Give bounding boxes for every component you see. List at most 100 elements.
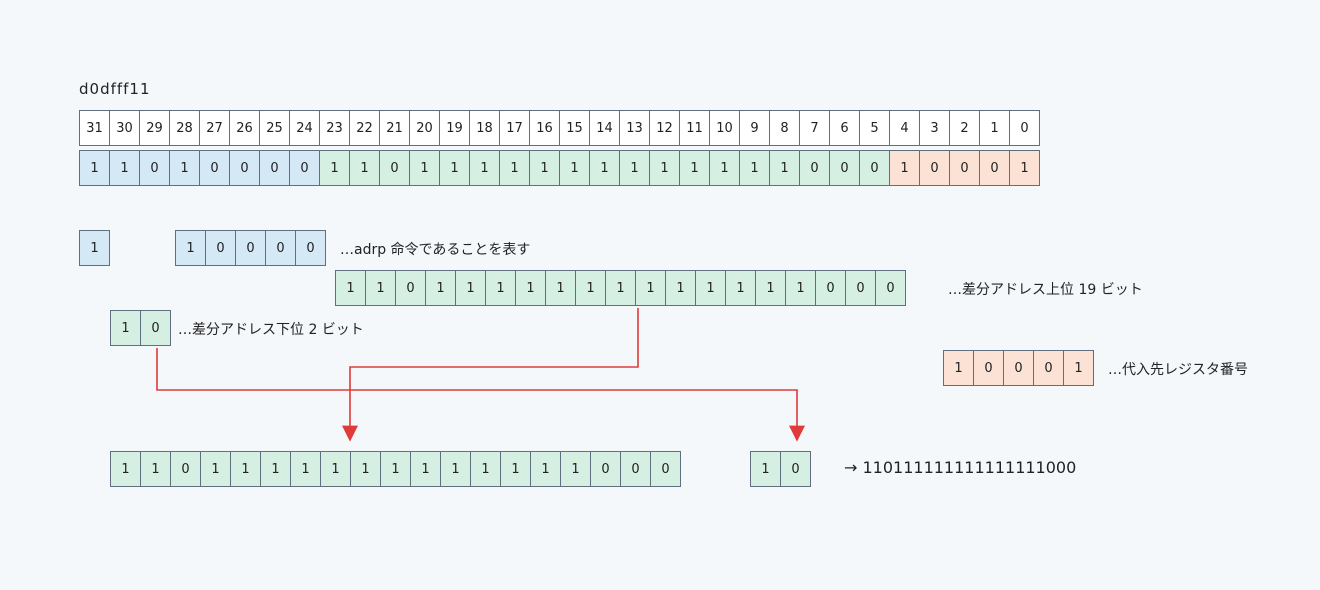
immlo-connector-arrow xyxy=(156,348,805,442)
bit-position-cell: 5 xyxy=(859,110,890,146)
bit-value-cell: 0 xyxy=(379,150,410,186)
rd-bit-cell: 1 xyxy=(1063,350,1094,386)
opcode-bit-cell: 0 xyxy=(295,230,326,266)
bit-position-cell: 18 xyxy=(469,110,500,146)
bit-value-cell: 0 xyxy=(799,150,830,186)
bit-position-cell: 21 xyxy=(379,110,410,146)
combined-hi-bit-cell: 0 xyxy=(590,451,621,487)
immhi-bit-cell: 0 xyxy=(875,270,906,306)
combined-hi-bit-cell: 1 xyxy=(350,451,381,487)
bit-position-cell: 4 xyxy=(889,110,920,146)
op-bit-cell: 1 xyxy=(79,230,110,266)
bit-value-cell: 0 xyxy=(289,150,320,186)
combined-hi-bit-cell: 1 xyxy=(200,451,231,487)
bit-value-cell: 1 xyxy=(79,150,110,186)
rd-bit-cell: 0 xyxy=(1003,350,1034,386)
bit-value-cell: 1 xyxy=(169,150,200,186)
bit-position-cell: 15 xyxy=(559,110,590,146)
bit-position-cell: 10 xyxy=(709,110,740,146)
bit-position-cell: 22 xyxy=(349,110,380,146)
combined-hi-bit-cell: 1 xyxy=(290,451,321,487)
bit-value-cell: 0 xyxy=(859,150,890,186)
combined-hi-bit-cell: 1 xyxy=(530,451,561,487)
bit-position-cell: 11 xyxy=(679,110,710,146)
bit-value-cell: 1 xyxy=(559,150,590,186)
rd-bit-cell: 0 xyxy=(1033,350,1064,386)
bit-position-cell: 0 xyxy=(1009,110,1040,146)
immlo-bit-cell: 0 xyxy=(140,310,171,346)
combined-hi-bit-cell: 1 xyxy=(410,451,441,487)
combined-hi-bit-cell: 1 xyxy=(500,451,531,487)
bit-position-cell: 16 xyxy=(529,110,560,146)
immhi-bit-cell: 1 xyxy=(755,270,786,306)
bit-value-cell: 0 xyxy=(259,150,290,186)
bit-position-cell: 27 xyxy=(199,110,230,146)
immhi-bit-cell: 1 xyxy=(665,270,696,306)
bit-position-cell: 17 xyxy=(499,110,530,146)
combined-hi-bit-cell: 1 xyxy=(470,451,501,487)
bit-value-cell: 1 xyxy=(1009,150,1040,186)
bit-position-cell: 13 xyxy=(619,110,650,146)
immhi-connector-arrow xyxy=(342,308,639,442)
bit-position-cell: 24 xyxy=(289,110,320,146)
bit-value-cell: 0 xyxy=(139,150,170,186)
result-binary: → 110111111111111111000 xyxy=(844,458,1077,477)
immhi-bit-cell: 1 xyxy=(635,270,666,306)
opcode-bit-cell: 0 xyxy=(265,230,296,266)
combined-lo-bit-cell: 0 xyxy=(780,451,811,487)
opcode-bit-cell: 1 xyxy=(175,230,206,266)
immhi-bit-cell: 0 xyxy=(395,270,426,306)
combined-hi-bit-cell: 0 xyxy=(620,451,651,487)
immhi-bit-cell: 0 xyxy=(845,270,876,306)
bit-position-cell: 2 xyxy=(949,110,980,146)
bit-value-cell: 0 xyxy=(979,150,1010,186)
bit-value-cell: 1 xyxy=(319,150,350,186)
bit-value-cell: 1 xyxy=(649,150,680,186)
immlo-note: …差分アドレス下位 2 ビット xyxy=(178,322,364,338)
immhi-bit-cell: 1 xyxy=(695,270,726,306)
combined-hi-bit-cell: 0 xyxy=(650,451,681,487)
combined-lo-bit-cell: 1 xyxy=(750,451,781,487)
bit-value-cell: 1 xyxy=(679,150,710,186)
immhi-bit-cell: 1 xyxy=(455,270,486,306)
bit-value-cell: 1 xyxy=(439,150,470,186)
bit-value-cell: 0 xyxy=(919,150,950,186)
combined-hi-bit-cell: 1 xyxy=(260,451,291,487)
bit-position-cell: 14 xyxy=(589,110,620,146)
bit-position-cell: 7 xyxy=(799,110,830,146)
opcode-bit-cell: 0 xyxy=(235,230,266,266)
bit-value-cell: 1 xyxy=(619,150,650,186)
bit-position-cell: 29 xyxy=(139,110,170,146)
combined-hi-bit-cell: 1 xyxy=(140,451,171,487)
immhi-bit-cell: 0 xyxy=(815,270,846,306)
hex-value: d0dfff11 xyxy=(79,80,151,98)
bit-position-cell: 1 xyxy=(979,110,1010,146)
bit-position-cell: 26 xyxy=(229,110,260,146)
rd-bit-cell: 0 xyxy=(973,350,1004,386)
opcode-note: …adrp 命令であることを表す xyxy=(340,242,531,258)
bit-position-cell: 6 xyxy=(829,110,860,146)
bit-value-cell: 0 xyxy=(949,150,980,186)
immhi-bit-cell: 1 xyxy=(485,270,516,306)
bit-value-cell: 0 xyxy=(829,150,860,186)
bit-value-cell: 1 xyxy=(709,150,740,186)
bit-value-cell: 0 xyxy=(229,150,260,186)
bit-value-cell: 1 xyxy=(499,150,530,186)
immhi-bit-cell: 1 xyxy=(425,270,456,306)
bit-value-cell: 1 xyxy=(589,150,620,186)
rd-note: …代入先レジスタ番号 xyxy=(1108,362,1248,378)
bit-value-cell: 1 xyxy=(109,150,140,186)
immhi-bit-cell: 1 xyxy=(545,270,576,306)
op-bit-field: 1 xyxy=(79,230,110,266)
bit-position-cell: 23 xyxy=(319,110,350,146)
immhi-note: …差分アドレス上位 19 ビット xyxy=(948,282,1143,298)
